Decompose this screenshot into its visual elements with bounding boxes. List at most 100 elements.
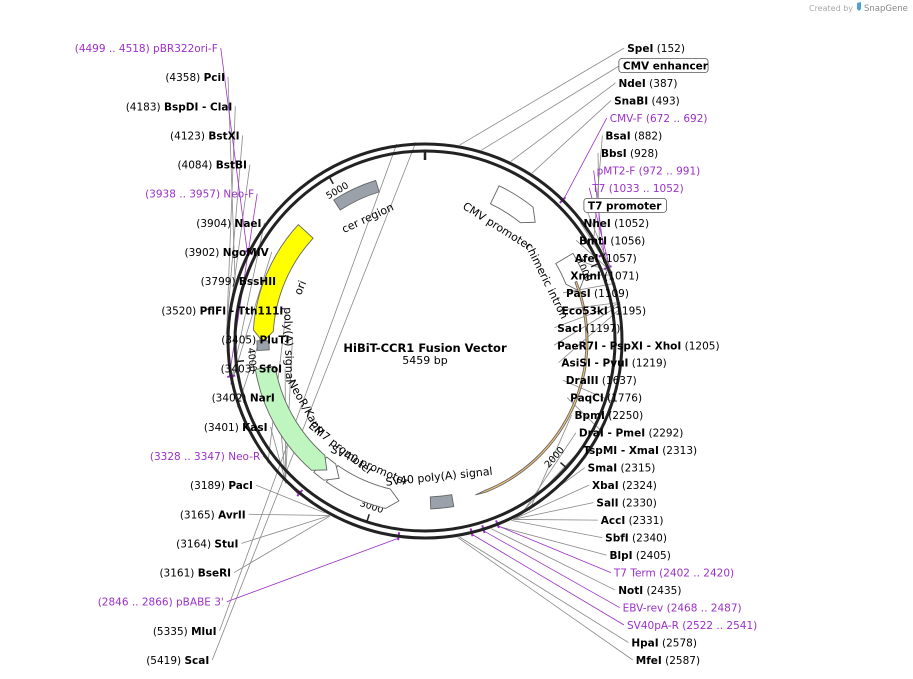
feature-neor-kanr [254,365,328,471]
site-stui-leader [241,515,330,544]
site-avrii-leader [248,513,330,516]
site-pflfi-tth111i: (3520) PflFI - Tth111I [161,305,283,317]
site-pbabe-3-leader [226,537,399,603]
site-kasi-leader [270,426,287,484]
site-naei: (3904) NaeI [196,218,261,230]
snapgene-logo-icon [857,2,861,11]
tick-mark [328,176,334,185]
tick-mark [559,461,567,469]
site-drai-pmei-leader [520,432,577,516]
tick-mark [366,514,370,523]
site-paer7i-pspxi-xhoi: PaeR7I - PspXI - XhoI (1205) [557,340,720,352]
site-pasi: PasI (1109) [566,288,629,300]
feature-hibit-ccr1-orf [475,280,589,496]
site-cmv-enhancer-leader [481,65,621,151]
site-asisi-pvui: AsiSI - PvuI (1219) [561,358,666,370]
site-paci: (3189) PacI [190,480,253,492]
site-mfei: MfeI (2587) [636,655,700,667]
site-scai: (5419) ScaI [146,655,209,667]
site-hpai: HpaI (2578) [631,638,697,650]
site-xbai-leader [514,484,590,520]
site-pluti: (3405) PluTI [221,334,289,346]
site-drai-pmei: DraI - PmeI (2292) [579,428,684,440]
site-bseri-leader [233,515,331,573]
site-cmv-enhancer: CMV enhancer [623,60,709,72]
site-saci: SacI (1197) [557,323,620,335]
tick-mark [236,359,245,363]
site-t7-promoter: T7 promoter [588,200,662,212]
site-bspdi-clai: (4183) BspDI - ClaI [126,101,233,113]
site-sv40pa-r-leader [471,534,625,626]
site-afei: AfeI (1057) [575,253,637,265]
site-sali-leader [513,502,594,520]
site-bbsi: BbsI (928) [601,148,658,160]
site-bmti: BmtI (1056) [579,235,645,247]
site-asisi-pvui-leader [558,307,622,364]
feature-poly-a-signal [256,340,270,351]
site-mlui-leader [219,143,398,631]
site-nari: (3402) NarI [212,393,275,405]
site-noti-leader [490,528,616,591]
tick-label: 4000 [245,347,259,372]
site-xbai: XbaI (2324) [592,480,657,492]
site-sbfi-leader [511,519,603,538]
map-title: HiBiT-CCR1 Fusion Vector [343,341,507,355]
site-snabi: SnaBI (493) [614,95,680,107]
site-snabi-leader [531,100,612,174]
site-bstxi-leader [225,135,244,335]
site-spei: SpeI (152) [627,43,685,55]
site-t7-promoter-leader [584,205,611,269]
site-mlui: (5335) MluI [153,626,217,638]
site-mfei-leader [457,537,633,661]
site-bsai: BsaI (882) [605,130,662,142]
site-smai: SmaI (2315) [588,463,656,475]
site-t7: T7 (1033 .. 1052) [591,183,683,195]
site-xmni: XmnI (1071) [570,270,639,282]
feature-sv40-promoter [325,464,400,509]
site-neo-f: (3938 .. 3957) Neo-F [145,189,254,201]
site-bstbi: (4084) BstBI [177,160,246,172]
site-hpai-leader [459,536,629,643]
site-stui: (3164) StuI [176,538,238,550]
site-pbr322ori-f: (4499 .. 4518) pBR322ori-F [75,43,218,55]
site-ndei: NdeI (387) [619,78,678,90]
feature-ori-label: ori [292,279,310,297]
site-paci-leader [255,484,325,514]
site-avrii: (3165) AvrII [180,509,246,521]
site-neo-r: (3328 .. 3347) Neo-R [150,451,260,463]
map-length: 5459 bp [402,354,447,367]
site-cmv-f-leader [563,117,608,199]
site-t7-term-leader [498,525,612,573]
site-draiii: DraIII (1637) [566,375,637,387]
tick-mark [590,262,599,268]
snapgene-badge[interactable]: Created by SnapGene [809,2,908,14]
site-pmt2-f: pMT2-F (972 .. 991) [597,165,701,177]
site-acci-leader [513,519,598,521]
site-saci-leader [554,302,621,329]
site-pbr322ori-f-leader [220,47,248,252]
site-bseri: (3161) BseRI [159,568,231,580]
site-cmv-enhancer-box [618,58,709,73]
site-ndei-leader [510,82,616,162]
site-cmv-f: CMV-F (672 .. 692) [610,113,708,125]
site-noti: NotI (2435) [618,585,681,597]
site-bsshii: (3799) BssHII [201,276,276,288]
created-by-text: Created by [809,4,853,13]
feature-cer-region-label: cer region [340,201,396,236]
snapgene-wordmark: SnapGene [864,4,908,14]
site-sv40pa-r: SV40pA-R (2522 .. 2541) [627,620,757,632]
site-bpmi: BpmI (2250) [575,410,644,422]
feature-sv40-poly-a-signal [429,494,455,510]
feature-cmv-promoter [489,185,536,224]
backbone-outer [226,142,624,540]
feature-cer-region [333,179,380,211]
site-t7-promoter-box [583,197,667,213]
site-ebv-rev-leader [483,530,620,608]
site-bspdi-clai-leader [226,106,236,321]
site-acci: AccI (2331) [601,515,664,527]
site-pcii: (4358) PciI [165,72,225,84]
site-tspmi-xmai: TspMI - XmaI (2313) [583,445,697,457]
feature-chimeric-intron [555,252,586,292]
